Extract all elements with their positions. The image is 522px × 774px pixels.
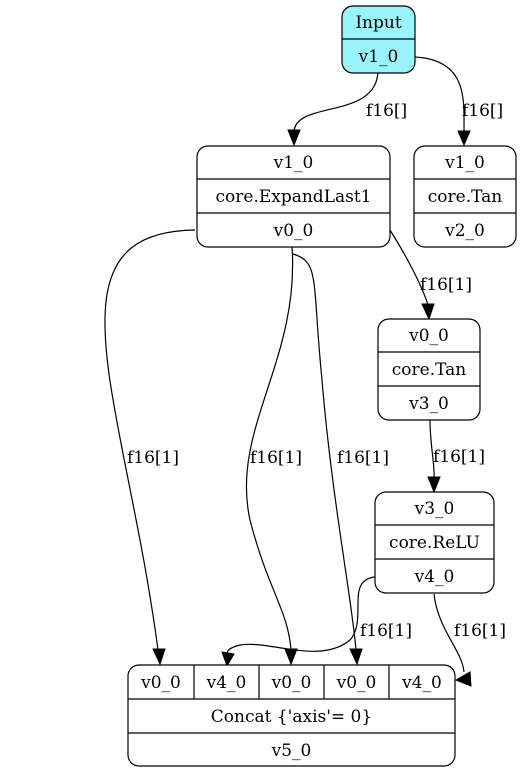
node-relu-in: v3_0 xyxy=(414,499,455,519)
edge-input-tan1 xyxy=(414,56,465,133)
node-concat-port-4: v0_0 xyxy=(336,673,377,693)
edge-relu-concat-b-arrow xyxy=(454,671,472,687)
edge-label-input-expand: f16[] xyxy=(366,101,407,121)
node-expand-in: v1_0 xyxy=(273,153,314,173)
node-expand-last[interactable]: v1_0 core.ExpandLast1 v0_0 xyxy=(196,145,391,248)
node-relu[interactable]: v3_0 core.ReLU v4_0 xyxy=(374,491,495,594)
edge-label-expand-concat-c: f16[1] xyxy=(337,448,389,468)
node-input[interactable]: Input v1_0 xyxy=(341,5,416,74)
node-tan1-op: core.Tan xyxy=(428,187,503,207)
node-tan-right[interactable]: v1_0 core.Tan v2_0 xyxy=(413,145,517,248)
edge-label-relu-concat-a: f16[1] xyxy=(360,621,412,641)
edge-input-expand xyxy=(293,69,379,133)
node-relu-box xyxy=(374,491,495,594)
node-tan1-box xyxy=(413,145,517,248)
edge-label-input-tan1: f16[] xyxy=(462,101,503,121)
node-tan1-in: v1_0 xyxy=(444,153,485,173)
node-expand-op: core.ExpandLast1 xyxy=(216,187,372,207)
edge-label-expand-concat-a: f16[1] xyxy=(127,448,179,468)
node-concat-port-1: v0_0 xyxy=(140,673,181,693)
edge-expand-tan2-arrow xyxy=(421,303,435,321)
node-tan-middle[interactable]: v0_0 core.Tan v3_0 xyxy=(377,318,481,421)
node-tan2-box xyxy=(377,318,481,421)
node-input-title: Input xyxy=(355,13,401,33)
edge-label-expand-concat-b: f16[1] xyxy=(250,448,302,468)
node-tan1-out: v2_0 xyxy=(444,221,485,241)
edge-expand-concat-b xyxy=(245,246,294,651)
edge-expand-concat-c xyxy=(292,253,357,651)
node-concat-port-5: v4_0 xyxy=(401,673,442,693)
node-relu-out: v4_0 xyxy=(414,567,455,587)
edge-tan2-relu xyxy=(429,419,435,479)
node-input-out: v1_0 xyxy=(358,47,399,67)
edge-expand-concat-b-arrow xyxy=(284,648,298,666)
node-tan2-in: v0_0 xyxy=(408,326,449,346)
edge-label-expand-tan2: f16[1] xyxy=(420,275,472,295)
edge-expand-concat-a xyxy=(104,229,196,651)
edge-relu-concat-a-arrow xyxy=(221,651,235,668)
node-concat-port-2: v4_0 xyxy=(206,673,247,693)
node-tan2-out: v3_0 xyxy=(408,394,449,414)
edge-label-relu-concat-b: f16[1] xyxy=(454,621,506,641)
node-tan2-op: core.Tan xyxy=(392,360,467,380)
edge-relu-concat-a xyxy=(226,576,376,655)
edge-expand-concat-a-arrow xyxy=(152,648,166,666)
node-expand-out: v0_0 xyxy=(273,221,314,241)
node-relu-op: core.ReLU xyxy=(389,533,480,553)
node-concat-port-3: v0_0 xyxy=(271,673,312,693)
edge-input-tan1-arrow xyxy=(457,130,471,147)
node-concat-op: Concat {'axis'= 0} xyxy=(211,707,372,727)
edge-label-tan2-relu: f16[1] xyxy=(433,447,485,467)
node-expand-box xyxy=(196,145,391,248)
node-concat-box xyxy=(127,664,456,767)
edge-expand-concat-c-arrow xyxy=(349,648,363,666)
edge-expand-tan2 xyxy=(389,229,429,306)
edges: f16[] f16[] f16[1] f16[1] f16[1] f16[1] … xyxy=(104,56,506,687)
node-concat[interactable]: v0_0 v4_0 v0_0 v0_0 v4_0 Concat {'axis'=… xyxy=(127,664,456,767)
edge-tan2-relu-arrow xyxy=(427,476,441,494)
edge-relu-concat-b xyxy=(433,593,465,673)
edge-input-expand-arrow xyxy=(287,129,301,147)
node-concat-out: v5_0 xyxy=(271,741,312,761)
